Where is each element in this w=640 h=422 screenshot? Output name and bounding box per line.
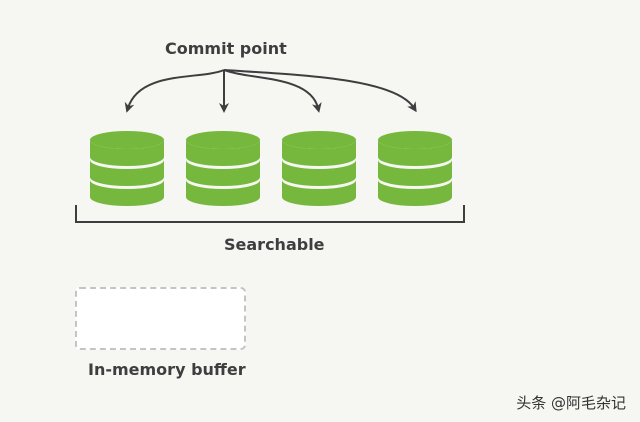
cylinder-layer bbox=[90, 140, 164, 166]
cylinder-layer bbox=[90, 160, 164, 186]
arrow-to-segment-3 bbox=[223, 69, 322, 113]
commit-point-label: Commit point bbox=[165, 39, 287, 58]
arrow-to-segment-1 bbox=[124, 69, 225, 113]
cylinder-layer bbox=[282, 160, 356, 186]
cylinder-layer bbox=[378, 180, 452, 206]
segment-cylinder bbox=[90, 131, 164, 206]
cylinder-layer bbox=[378, 140, 452, 166]
cylinder-top bbox=[282, 131, 356, 149]
cylinder-layer bbox=[90, 180, 164, 206]
commit-arrows bbox=[124, 69, 417, 113]
segment-cylinder bbox=[186, 131, 260, 206]
cylinder-layer bbox=[186, 140, 260, 166]
watermark: 头条 @阿毛杂记 bbox=[516, 394, 626, 412]
cylinder-layer bbox=[282, 140, 356, 166]
cylinder-top bbox=[186, 131, 260, 149]
buffer-label: In-memory buffer bbox=[88, 360, 246, 379]
cylinder-top bbox=[90, 131, 164, 149]
cylinder-layer bbox=[282, 180, 356, 206]
cylinder-layer bbox=[186, 160, 260, 186]
segment-cylinder bbox=[282, 131, 356, 206]
arrow-to-segment-4 bbox=[223, 69, 417, 113]
segment-cylinder bbox=[378, 131, 452, 206]
cylinder-layer bbox=[186, 180, 260, 206]
cylinder-top bbox=[378, 131, 452, 149]
in-memory-buffer bbox=[75, 287, 246, 350]
searchable-bracket bbox=[75, 205, 465, 223]
searchable-label: Searchable bbox=[224, 235, 325, 254]
cylinder-layer bbox=[378, 160, 452, 186]
